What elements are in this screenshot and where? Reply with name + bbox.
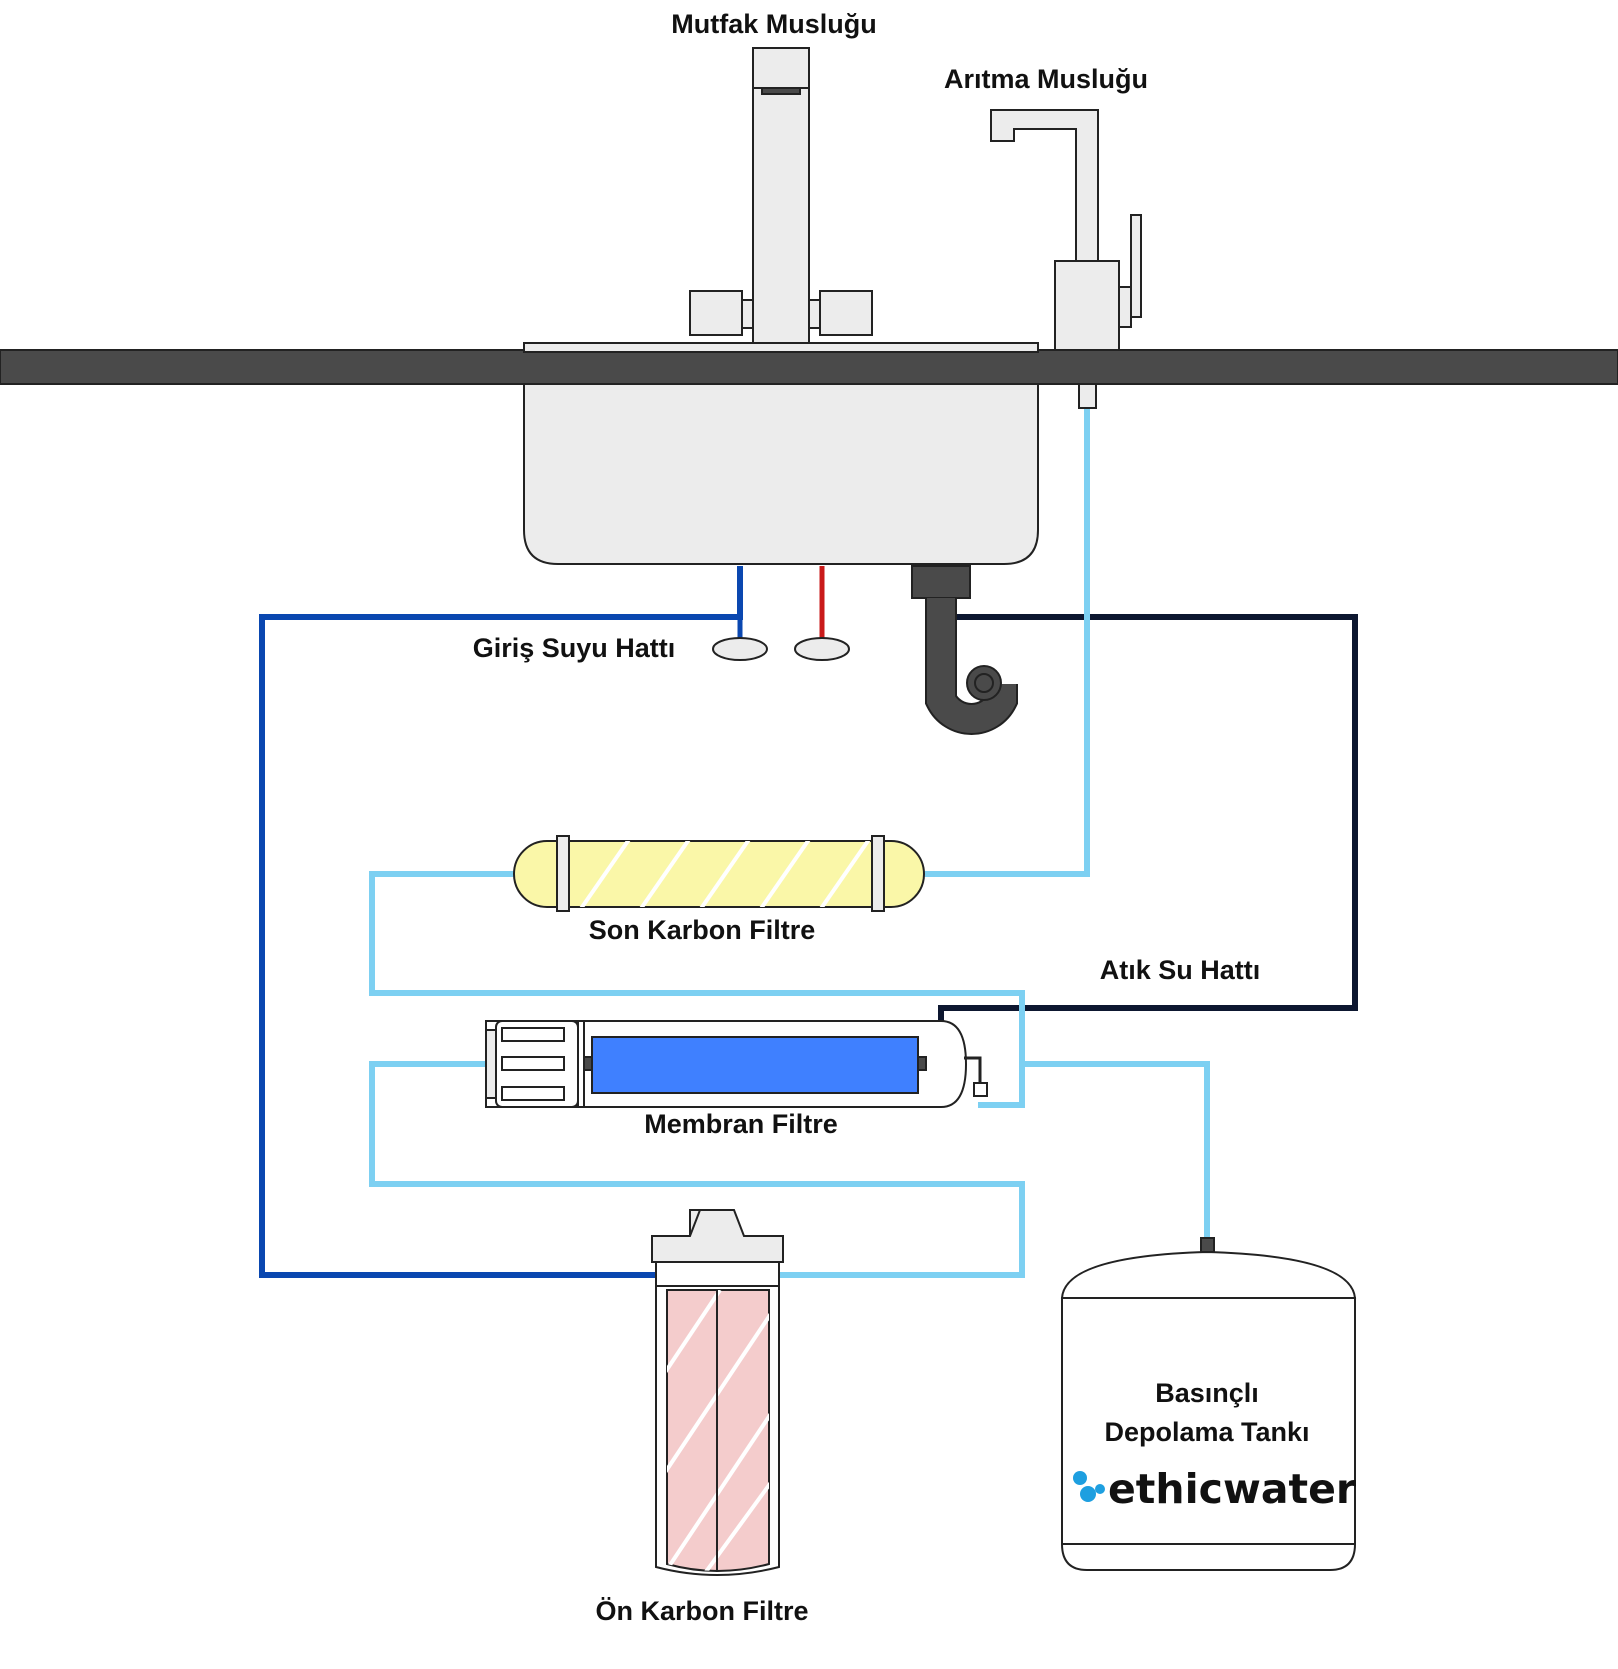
tank-label-line2: Depolama Tankı — [1104, 1417, 1309, 1447]
water-drop-icon — [1073, 1471, 1105, 1502]
cold-valve — [712, 637, 768, 661]
membrane-filter — [485, 1020, 988, 1108]
kitchen-faucet — [689, 47, 873, 344]
inlet-line-label: Giriş Suyu Hattı — [473, 633, 676, 663]
water-lines — [259, 405, 1358, 1278]
membrane-filter-label: Membran Filtre — [644, 1109, 838, 1139]
pre-carbon-filter — [651, 1209, 784, 1576]
pre-carbon-filter-label: Ön Karbon Filtre — [595, 1596, 808, 1626]
drain-trap — [911, 565, 1018, 735]
sink-rim — [523, 342, 1039, 353]
hot-valve — [794, 637, 850, 661]
pre-to-membrane-line — [369, 1061, 1025, 1278]
post-carbon-filter-label: Son Karbon Filtre — [589, 915, 816, 945]
membrane-to-post-line — [369, 871, 1025, 1108]
tank-label-line1: Basınçlı — [1155, 1378, 1259, 1408]
waste-water-line — [938, 614, 1358, 1030]
membrane-to-tank-line — [1022, 1061, 1210, 1238]
post-to-faucet-line — [924, 405, 1090, 877]
brand-logo: ethicwater — [1108, 1465, 1357, 1513]
pressure-tank — [1060, 1237, 1357, 1571]
purifier-faucet — [990, 109, 1142, 409]
kitchen-faucet-label: Mutfak Musluğu — [671, 9, 876, 39]
waste-line-label: Atık Su Hattı — [1100, 955, 1261, 985]
purifier-faucet-label: Arıtma Musluğu — [944, 64, 1148, 94]
post-carbon-filter — [513, 835, 925, 912]
countertop — [0, 349, 1618, 385]
sink-basin — [523, 383, 1039, 565]
